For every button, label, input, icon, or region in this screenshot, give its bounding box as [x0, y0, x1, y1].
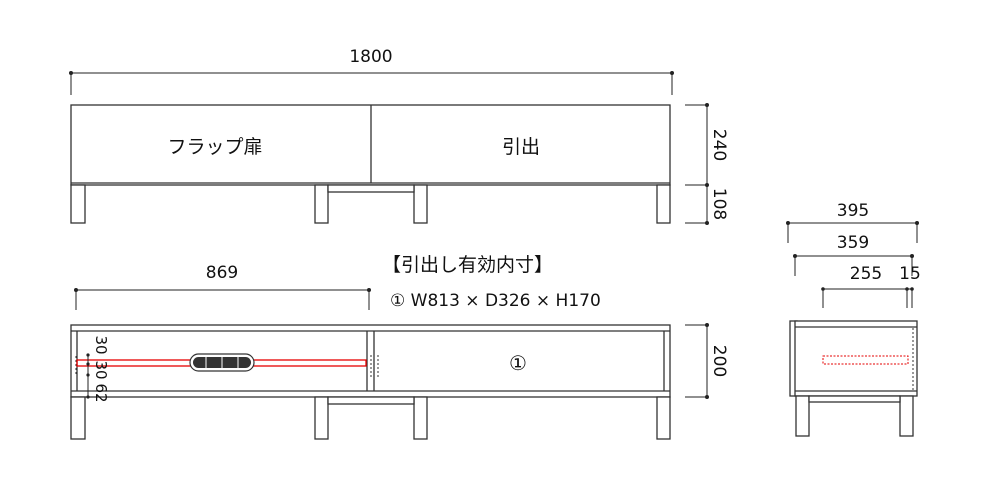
flap-door-label: フラップ扉	[167, 136, 262, 158]
leg-dim-label: 108	[709, 188, 729, 220]
drawer-marker: ①	[509, 351, 527, 375]
small-dim-1: 30	[92, 335, 110, 354]
drawer-label: 引出	[502, 136, 540, 158]
leg	[656, 396, 671, 440]
stretcher	[327, 396, 415, 405]
leg	[795, 395, 810, 437]
side-body	[794, 320, 918, 397]
small-dim-3: 62	[92, 383, 110, 402]
leg	[899, 395, 914, 437]
width-dim-label: 1800	[349, 47, 392, 67]
leg	[314, 184, 329, 224]
stretcher	[808, 395, 901, 403]
leg	[413, 184, 428, 224]
inner-width-dim-label: 869	[206, 263, 238, 283]
inner-depth-dim-label: 359	[837, 233, 869, 253]
inner-view: 869 30 30 62 ① 200	[70, 263, 729, 440]
drawer-spec-title: 【引出し有効内寸】	[382, 254, 553, 276]
depth-dim-label: 395	[837, 201, 869, 221]
leg	[413, 396, 428, 440]
side-view: 395 359 255 15	[786, 201, 921, 437]
leg	[70, 184, 86, 224]
front-view: 1800 フラップ扉 引出 240 108	[69, 47, 729, 225]
leg	[656, 184, 671, 224]
leg	[314, 396, 329, 440]
height-dim-label: 240	[709, 129, 729, 161]
leg	[70, 396, 86, 440]
stretcher	[327, 184, 415, 193]
small-dim-2: 30	[92, 360, 110, 379]
drawer-side-highlight	[822, 355, 909, 365]
inner-height-dim-label: 200	[709, 345, 729, 377]
drawer-spec: ① W813 × D326 × H170	[390, 291, 601, 311]
gap-dim-label: 15	[899, 264, 921, 284]
drawer-dim-label: 255	[850, 264, 882, 284]
